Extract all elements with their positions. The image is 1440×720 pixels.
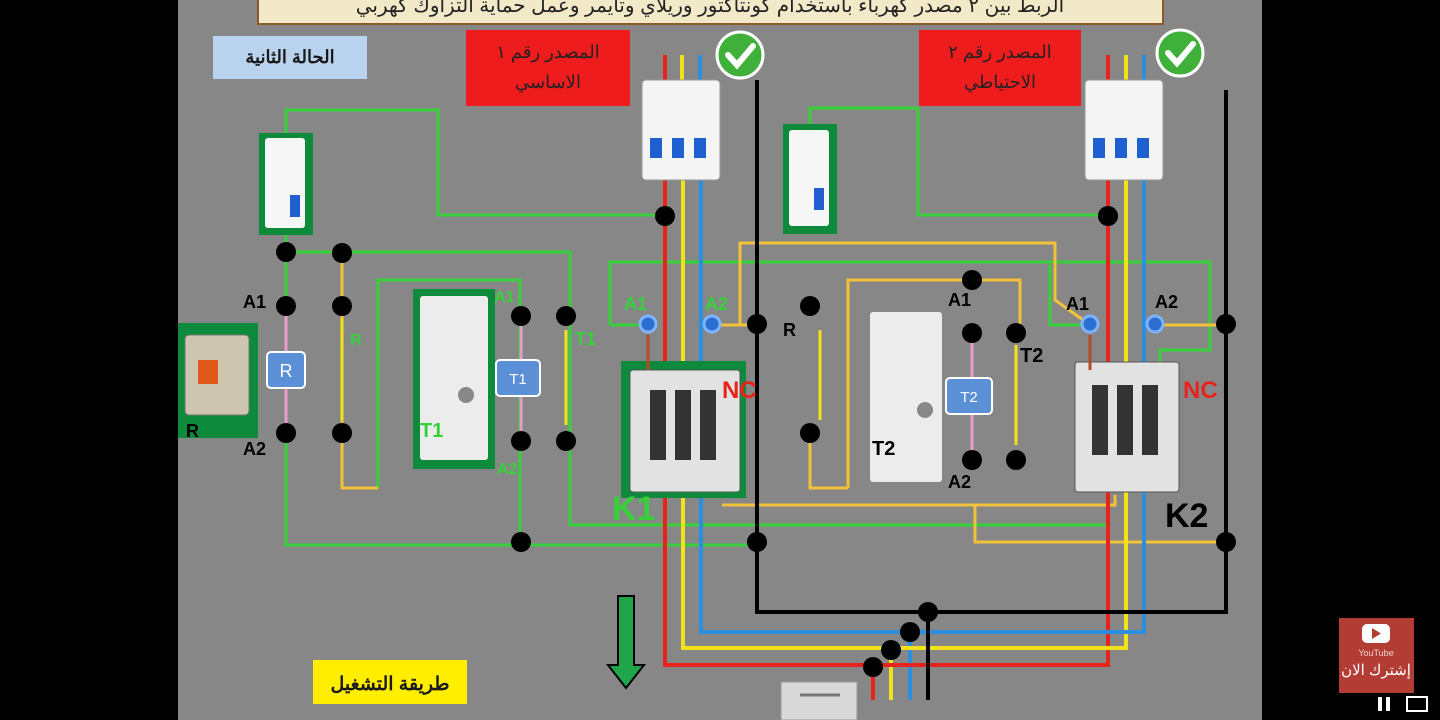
- label-a1-t1: A1: [494, 289, 515, 306]
- subscribe-text: إشترك الان: [1341, 662, 1411, 679]
- label-a1-k1: A1: [624, 294, 647, 314]
- label-t1-contact: T1: [575, 329, 596, 349]
- label-a1-relay: A1: [243, 292, 266, 312]
- timer-t1: [413, 289, 495, 469]
- label-nc-k1: NC: [722, 377, 757, 404]
- header-banner: الربط بين ٢ مصدر كهرباء باستخدام كونتاكت…: [257, 0, 1164, 25]
- contactor-k2: [1074, 361, 1180, 493]
- label-t2-timer: T2: [872, 438, 895, 460]
- control-wires-green: [284, 106, 1212, 547]
- label-k2: K2: [1165, 497, 1208, 535]
- t2-coil: T2: [945, 333, 993, 460]
- timer-t2: [870, 312, 942, 482]
- source-2-line2: الاحتياطي: [964, 72, 1036, 92]
- label-nc-k2: NC: [1183, 377, 1218, 404]
- t1-coil-label: T1: [509, 371, 527, 388]
- label-r-source2: R: [783, 320, 796, 340]
- source-1-box: المصدر رقم ١ الاساسي: [466, 30, 630, 106]
- t1-coil: T1: [495, 316, 541, 440]
- coil-terminals: [638, 314, 1165, 334]
- source-2-line1: المصدر رقم ٢: [948, 42, 1052, 63]
- control-breaker-2: [783, 124, 837, 234]
- label-k1: K1: [612, 490, 655, 528]
- header-title: الربط بين ٢ مصدر كهرباء باستخدام كونتاكت…: [356, 0, 1064, 17]
- contactor-k1: [621, 361, 746, 498]
- case-label-box: الحالة الثانية: [213, 36, 367, 79]
- source-1-line1: المصدر رقم ١: [496, 42, 600, 63]
- t2-coil-label: T2: [960, 389, 978, 406]
- label-a2-k1: A2: [705, 294, 728, 314]
- label-a2-k2: A2: [1155, 292, 1178, 312]
- youtube-icon: [1362, 624, 1390, 643]
- control-wires-orange: [340, 241, 1226, 544]
- relay-image: [178, 323, 258, 438]
- case-label: الحالة الثانية: [245, 47, 334, 67]
- label-r-relay: R: [186, 421, 199, 441]
- source-2-box: المصدر رقم ٢ الاحتياطي: [919, 30, 1081, 106]
- distribution-panel: [780, 681, 858, 720]
- right-bar: [1262, 0, 1440, 720]
- down-arrow-icon: [605, 595, 647, 690]
- subscribe-button[interactable]: YouTube إشترك الان: [1339, 618, 1414, 693]
- pause-icon[interactable]: [1378, 697, 1390, 711]
- check-icon: [1155, 28, 1205, 78]
- label-t2-contact: T2: [1020, 345, 1043, 367]
- control-breaker-1: [259, 133, 313, 235]
- label-a2-relay: A2: [243, 439, 266, 459]
- label-a2-t1: A2: [497, 461, 518, 478]
- label-a2-t2: A2: [948, 472, 971, 492]
- neutral-wires: [755, 80, 1228, 700]
- left-bar: [0, 0, 178, 720]
- label-a1-t2: A1: [948, 290, 971, 310]
- main-breaker-2: [1084, 79, 1164, 181]
- junction-dots: [276, 206, 1236, 677]
- operation-label: طريقة التشغيل: [330, 674, 449, 695]
- label-t1-timer: T1: [420, 420, 443, 442]
- screen-icon[interactable]: [1406, 696, 1428, 712]
- label-r-contact: R: [350, 332, 362, 349]
- label-a1-k2: A1: [1066, 294, 1089, 314]
- coil-r-label: R: [280, 361, 293, 381]
- relay-coil: R: [266, 306, 306, 433]
- check-icon: [715, 30, 765, 80]
- source-1-line2: الاساسي: [515, 72, 581, 92]
- main-breaker-1: [641, 79, 721, 181]
- operation-label-box: طريقة التشغيل: [313, 660, 467, 704]
- subscribe-brand: YouTube: [1358, 648, 1393, 658]
